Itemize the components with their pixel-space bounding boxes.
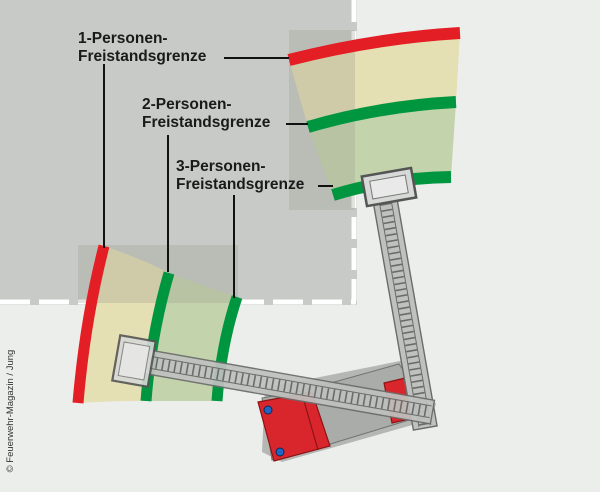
ladder-left-rungs [148, 356, 430, 417]
truck-cab-seam [301, 393, 319, 451]
basket-up-floor [369, 174, 409, 200]
ladder-up-rail-right [391, 202, 432, 426]
label-one-person-line1: 1-Personen- [78, 30, 168, 47]
label-three-persons-line1: 3-Personen- [176, 158, 266, 175]
image-credit: © Feuerwehr-Magazin / Jung [5, 349, 16, 473]
label-one-person-limit: 1-Personen- Freistandsgrenze [78, 30, 206, 66]
ladder-left [134, 347, 436, 425]
ladder-up-rungs [380, 202, 431, 427]
label-two-persons-line2: Freistandsgrenze [142, 114, 271, 131]
label-two-persons-line1: 2-Personen- [142, 96, 232, 113]
lower-limit-1-person [72, 244, 110, 404]
ladder-up-rail-left [379, 204, 420, 428]
label-three-persons-limit: 3-Personen- Freistandsgrenze [176, 158, 304, 194]
upper-limit-2-persons [306, 96, 457, 133]
truck-light-rear [275, 447, 285, 457]
ladder-left-rail-bottom [138, 365, 430, 419]
lower-limit-3-persons [211, 295, 243, 402]
upper-limit-1-person [287, 27, 461, 66]
label-one-person-line2: Freistandsgrenze [78, 48, 207, 65]
label-two-persons-limit: 2-Personen- Freistandsgrenze [142, 96, 270, 132]
basket-left-floor [117, 341, 151, 381]
ladder-left-rail-top [140, 354, 432, 407]
truck-light-front [263, 405, 273, 415]
building-area [0, 0, 357, 305]
upper-zone-2-persons [308, 102, 456, 195]
label-three-persons-line2: Freistandsgrenze [176, 176, 305, 193]
